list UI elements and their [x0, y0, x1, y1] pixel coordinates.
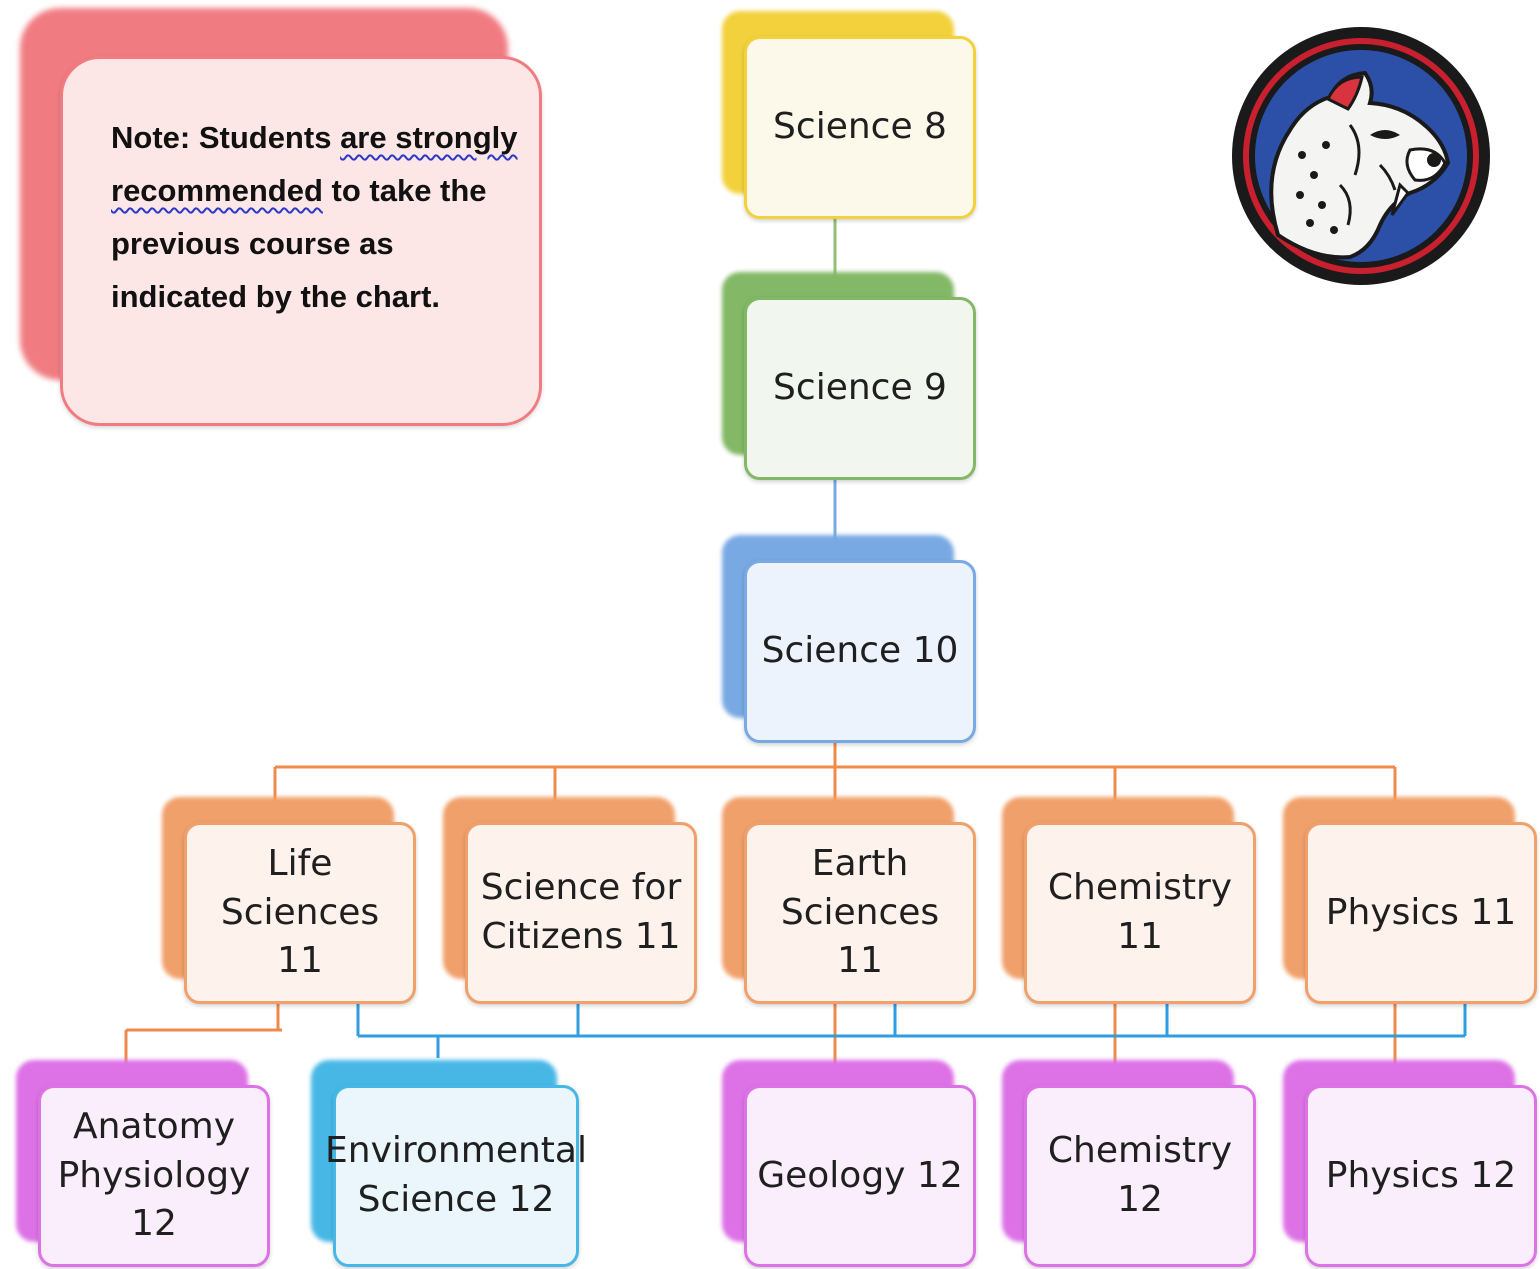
course-node-card: Science 8: [744, 36, 976, 219]
note-text-part-underlined: are strongly: [340, 120, 518, 155]
note-text: Note: Students are strongly recommended …: [111, 111, 521, 323]
course-node-card: Chemistry 12: [1024, 1085, 1256, 1267]
course-label: Earth Sciences 11: [780, 843, 940, 982]
course-label: Chemistry 11: [1047, 867, 1233, 957]
note-callout-card: Note: Students are strongly recommended …: [60, 56, 542, 426]
course-node-card: Earth Sciences 11: [744, 822, 976, 1004]
connector-environmental-branch: [356, 1003, 1467, 1058]
course-label: Physics 11: [1325, 891, 1517, 933]
course-label: Anatomy Physiology 12: [57, 1106, 251, 1245]
course-label: Science for Citizens 11: [480, 867, 682, 957]
course-label: Life Sciences 11: [220, 843, 380, 982]
school-crest-logo: [1232, 27, 1490, 285]
course-node-card: Science 10: [744, 560, 976, 743]
course-node-geology-12: Geology 12: [722, 1060, 976, 1267]
course-node-physics-12: Physics 12: [1283, 1060, 1537, 1267]
crest-fur-lines: [1338, 124, 1397, 226]
note-text-part-underlined: recommended: [111, 173, 323, 208]
course-label: Science 9: [773, 367, 947, 409]
note-callout: Note: Students are strongly recommended …: [20, 8, 550, 433]
course-node-life-sciences-11: Life Sciences 11: [162, 797, 416, 1004]
course-node-card: Science 9: [744, 297, 976, 480]
course-node-physics-11: Physics 11: [1283, 797, 1537, 1004]
course-node-chemistry-12: Chemistry 12: [1002, 1060, 1256, 1267]
course-node-card: Science for Citizens 11: [465, 822, 697, 1004]
crest-animal-head: [1269, 70, 1451, 260]
course-node-card: Environmental Science 12: [325, 1085, 587, 1267]
course-node-earth-sciences-11: Earth Sciences 11: [722, 797, 976, 1004]
course-node-card: Anatomy Physiology 12: [38, 1085, 270, 1267]
crest-fang: [1390, 182, 1410, 216]
course-label: Environmental Science 12: [325, 1130, 587, 1220]
course-node-environmental-science-12: Environmental Science 12: [311, 1060, 587, 1267]
course-node-card: Life Sciences 11: [184, 822, 416, 1004]
course-node-chemistry-11: Chemistry 11: [1002, 797, 1256, 1004]
course-node-card: Physics 12: [1305, 1085, 1537, 1267]
course-label: Science 10: [761, 630, 959, 672]
course-label: Chemistry 12: [1047, 1130, 1233, 1220]
crest-ear: [1326, 75, 1364, 111]
course-label: Physics 12: [1325, 1154, 1517, 1196]
note-text-part: Note: Students: [111, 120, 341, 155]
course-node-science-8: Science 8: [722, 11, 976, 219]
crest-spots: [1296, 141, 1338, 234]
course-node-science-10: Science 10: [722, 535, 976, 743]
course-node-card: Geology 12: [744, 1085, 976, 1267]
course-node-science-for-citizens-11: Science for Citizens 11: [443, 797, 697, 1004]
course-node-card: Physics 11: [1305, 822, 1537, 1004]
course-node-science-9: Science 9: [722, 272, 976, 480]
course-label: Geology 12: [757, 1154, 963, 1196]
crest-nose: [1427, 153, 1441, 167]
crest-eye: [1370, 130, 1400, 139]
course-node-card: Chemistry 11: [1024, 822, 1256, 1004]
course-label: Science 8: [773, 106, 947, 148]
course-node-anatomy-physiology-12: Anatomy Physiology 12: [16, 1060, 270, 1267]
note-text-part: to take the previous course as indicated…: [111, 173, 487, 314]
